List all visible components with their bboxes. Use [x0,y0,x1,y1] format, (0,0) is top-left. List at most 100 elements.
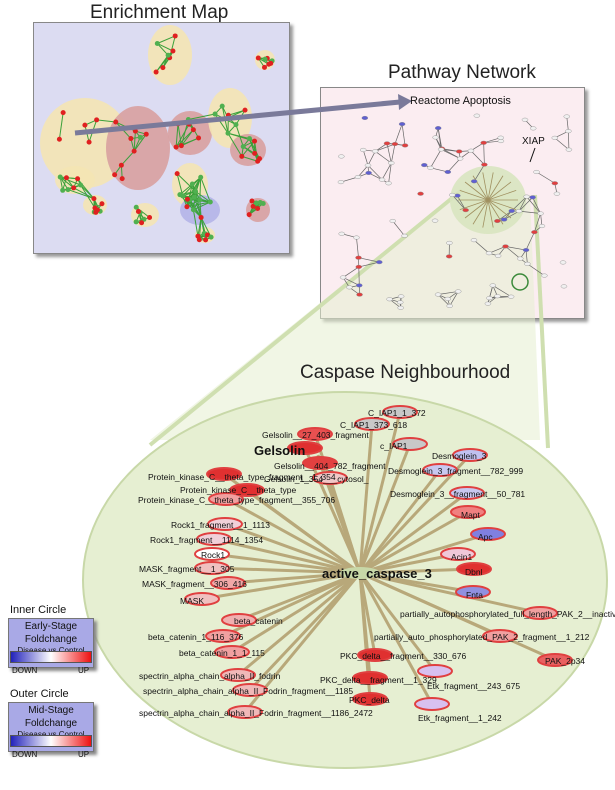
em-node [82,122,88,128]
node-label-c_iap1: c_IAP1 [380,441,408,451]
pn-node [434,292,442,297]
node-mask_305[interactable] [194,561,230,575]
pn-node [354,174,362,179]
em-node [190,127,196,133]
edge-apc [359,532,489,575]
node-spectrin[interactable] [220,668,256,682]
node-rock1[interactable] [194,547,230,561]
pn-node [484,301,492,306]
node-pkc_theta_c[interactable] [206,467,242,481]
node-pak2_full[interactable] [522,606,558,620]
node-pak2_frag[interactable] [482,629,518,643]
em-node [242,107,248,113]
node-spectrin_1185[interactable] [232,683,268,697]
node-pkcd_329[interactable] [352,671,388,685]
pn-edge [440,149,461,159]
node-acin1[interactable] [440,547,476,561]
node-active-caspase-3[interactable] [340,567,380,579]
pn-node [523,194,530,199]
em-node [131,148,137,154]
node-fnta[interactable] [455,585,491,599]
node-label-apc: Apc [478,532,493,542]
node-c_iap1_373[interactable] [354,417,390,431]
node-rock1_1114[interactable] [196,532,232,546]
em-edge [227,132,243,157]
node-label-pak2_full: partially_autophosphorylated_full_length… [400,609,615,619]
pn-edge [437,294,450,307]
node-beta_116[interactable] [205,629,241,643]
zoom-arrow [74,99,401,136]
node-label-spectrin: spectrin_alpha_chain_alpha_II_fodrin [139,671,281,681]
pn-edge [358,261,380,268]
node-mapt[interactable] [450,505,486,519]
pn-node [455,149,463,154]
node-beta_catenin[interactable] [221,613,257,627]
node-desm_50[interactable] [449,486,485,500]
pn-edge [390,143,396,164]
em-node [173,144,179,150]
node-pak2p34[interactable] [537,653,573,667]
node-label-mask: MASK [180,596,204,606]
node-pkc_theta_355[interactable] [208,492,244,506]
node-dbnl[interactable] [456,562,492,576]
node-gelsolin_404[interactable] [302,456,338,470]
node-label-pkc_theta_c: Protein_kinase_C__theta_type_fragment__1… [148,472,336,482]
node-gelsolin_27[interactable] [297,427,333,441]
em-node [99,201,105,207]
node-label-etk_243: Etk_fragment__243_675 [427,681,520,691]
em-node [180,193,186,199]
em-edge [200,177,211,203]
em-node [198,214,204,220]
node-label-fnta: Fnta [466,590,483,600]
pn-node [456,156,464,161]
reactome-label: Reactome Apoptosis [410,95,511,107]
node-desm_782[interactable] [422,463,458,477]
em-node [75,176,81,182]
em-edge [175,129,194,148]
em-edge [249,138,256,154]
em-node [113,119,119,125]
node-pkcd[interactable] [352,692,388,706]
pn-node [427,165,434,170]
node-apc[interactable] [470,527,506,541]
pn-edge [367,151,376,166]
pn-node [473,113,481,118]
xiap-label: XIAP [522,136,545,147]
em-edge [192,209,199,237]
edge-pkc_theta_355 [225,497,361,575]
node-rock1_1113[interactable] [207,517,243,531]
edge-desm_782 [358,469,442,574]
node-spectrin_1186[interactable] [227,705,263,719]
em-node [240,144,246,150]
em-node [253,200,259,206]
em-node [219,103,225,109]
node-mask[interactable] [184,592,220,606]
edge-spectrin_1185 [248,571,362,692]
node-cytosol[interactable] [312,471,348,485]
node-mask_306[interactable] [210,576,246,590]
node-c_iap1[interactable] [392,437,428,451]
em-node [197,197,203,203]
node-etk_242[interactable] [414,697,450,711]
pn-node [480,140,487,145]
node-etk_243[interactable] [417,664,453,678]
node-pkcd_330[interactable] [357,648,393,662]
em-edge [133,137,141,152]
node-label-spectrin_1185: spectrin_alpha_chain_alpha_II_Fodrin_fra… [143,686,353,696]
pn-node [385,181,392,186]
em-node [212,111,218,117]
node-c_iap1_372[interactable] [382,405,418,419]
node-label-cytosol: Gelsolin_1_354___cytosol_ [264,474,369,484]
em-edge [188,113,216,120]
em-edge [176,173,184,197]
node-gelsolin[interactable] [287,441,323,455]
em-edge [193,201,211,211]
node-pkc_theta[interactable] [229,483,265,497]
node-desmoglein3[interactable] [452,448,488,462]
em-edge [77,178,95,199]
node-beta_115[interactable] [214,645,250,659]
pn-node [388,161,395,166]
pn-node [437,147,445,152]
pn-node [494,294,501,299]
zoom-connector [150,190,540,440]
